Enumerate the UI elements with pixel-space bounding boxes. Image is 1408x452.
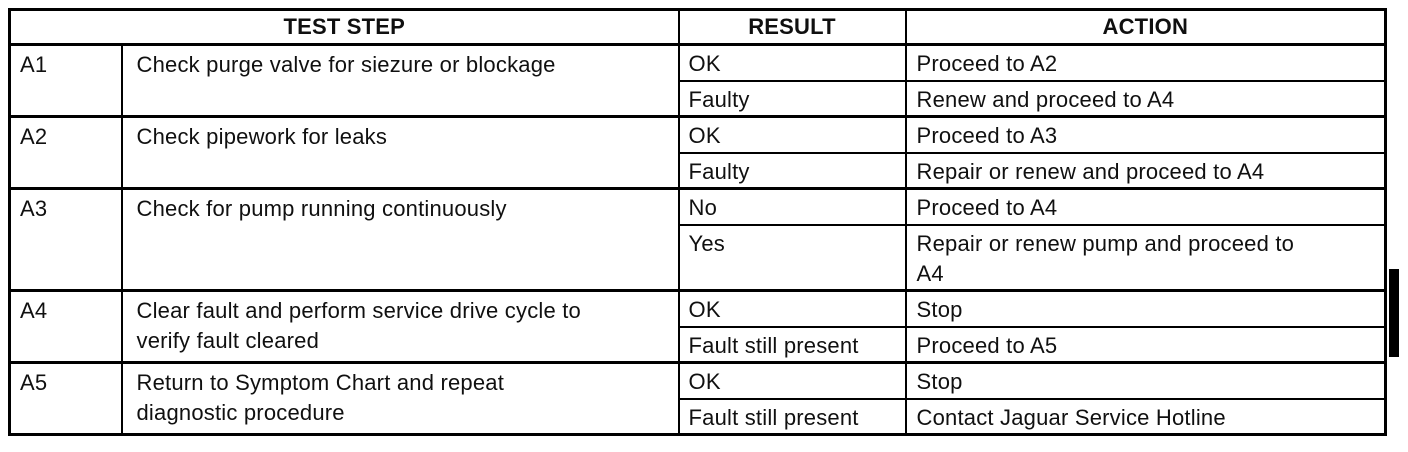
test-description-cell: Return to Symptom Chart and repeat diagn… bbox=[120, 361, 680, 436]
scan-artifact-bar bbox=[1389, 269, 1399, 357]
result-cell: Faulty bbox=[677, 151, 907, 190]
step-id-cell: A3 bbox=[8, 187, 123, 292]
header-test-step: TEST STEP bbox=[8, 8, 680, 46]
action-cell: Repair or renew pump and proceed to A4 bbox=[904, 223, 1387, 292]
action-cell: Renew and proceed to A4 bbox=[904, 79, 1387, 118]
result-cell: Faulty bbox=[677, 79, 907, 118]
table-subrow-a1: Faulty Renew and proceed to A4 bbox=[10, 79, 1387, 118]
header-row: TEST STEP RESULT ACTION bbox=[8, 8, 1387, 46]
result-cell: Fault still present bbox=[677, 325, 907, 364]
result-cell: OK bbox=[677, 115, 907, 154]
table-row-a1: A1 Check purge valve for siezure or bloc… bbox=[8, 43, 1387, 118]
action-cell: Proceed to A4 bbox=[904, 187, 1387, 226]
result-cell: OK bbox=[677, 43, 907, 82]
step-id-cell: A1 bbox=[8, 43, 123, 118]
action-cell: Contact Jaguar Service Hotline bbox=[904, 397, 1387, 436]
result-cell: Fault still present bbox=[677, 397, 907, 436]
table-row-a4: A4 Clear fault and perform service drive… bbox=[8, 289, 1387, 364]
header-action: ACTION bbox=[904, 8, 1387, 46]
table-subrow-a3: Yes Repair or renew pump and proceed to … bbox=[10, 223, 1387, 292]
test-description-cell: Check for pump running continuously bbox=[120, 187, 680, 292]
table-subrow-a4: Fault still present Proceed to A5 bbox=[10, 325, 1387, 364]
result-cell: OK bbox=[677, 289, 907, 328]
test-description-cell: Check purge valve for siezure or blockag… bbox=[120, 43, 680, 118]
test-description-cell: Check pipework for leaks bbox=[120, 115, 680, 190]
action-cell: Stop bbox=[904, 361, 1387, 400]
table-subrow-a2: Faulty Repair or renew and proceed to A4 bbox=[10, 151, 1387, 190]
action-cell: Proceed to A2 bbox=[904, 43, 1387, 82]
table-row-a3: A3 Check for pump running continuously N… bbox=[8, 187, 1387, 292]
table-row-a2: A2 Check pipework for leaks OK Proceed t… bbox=[8, 115, 1387, 190]
diagnostic-table: TEST STEP RESULT ACTION A1 Check purge v… bbox=[8, 8, 1388, 436]
step-id-cell: A4 bbox=[8, 289, 123, 364]
step-id-cell: A2 bbox=[8, 115, 123, 190]
action-cell: Repair or renew and proceed to A4 bbox=[904, 151, 1387, 190]
header-result: RESULT bbox=[677, 8, 907, 46]
table-subrow-a5: Fault still present Contact Jaguar Servi… bbox=[10, 397, 1387, 436]
result-cell: Yes bbox=[677, 223, 907, 292]
action-cell: Stop bbox=[904, 289, 1387, 328]
table-row-a5: A5 Return to Symptom Chart and repeat di… bbox=[8, 361, 1387, 436]
action-cell: Proceed to A5 bbox=[904, 325, 1387, 364]
result-cell: OK bbox=[677, 361, 907, 400]
action-cell: Proceed to A3 bbox=[904, 115, 1387, 154]
step-id-cell: A5 bbox=[8, 361, 123, 436]
test-description-cell: Clear fault and perform service drive cy… bbox=[120, 289, 680, 364]
result-cell: No bbox=[677, 187, 907, 226]
